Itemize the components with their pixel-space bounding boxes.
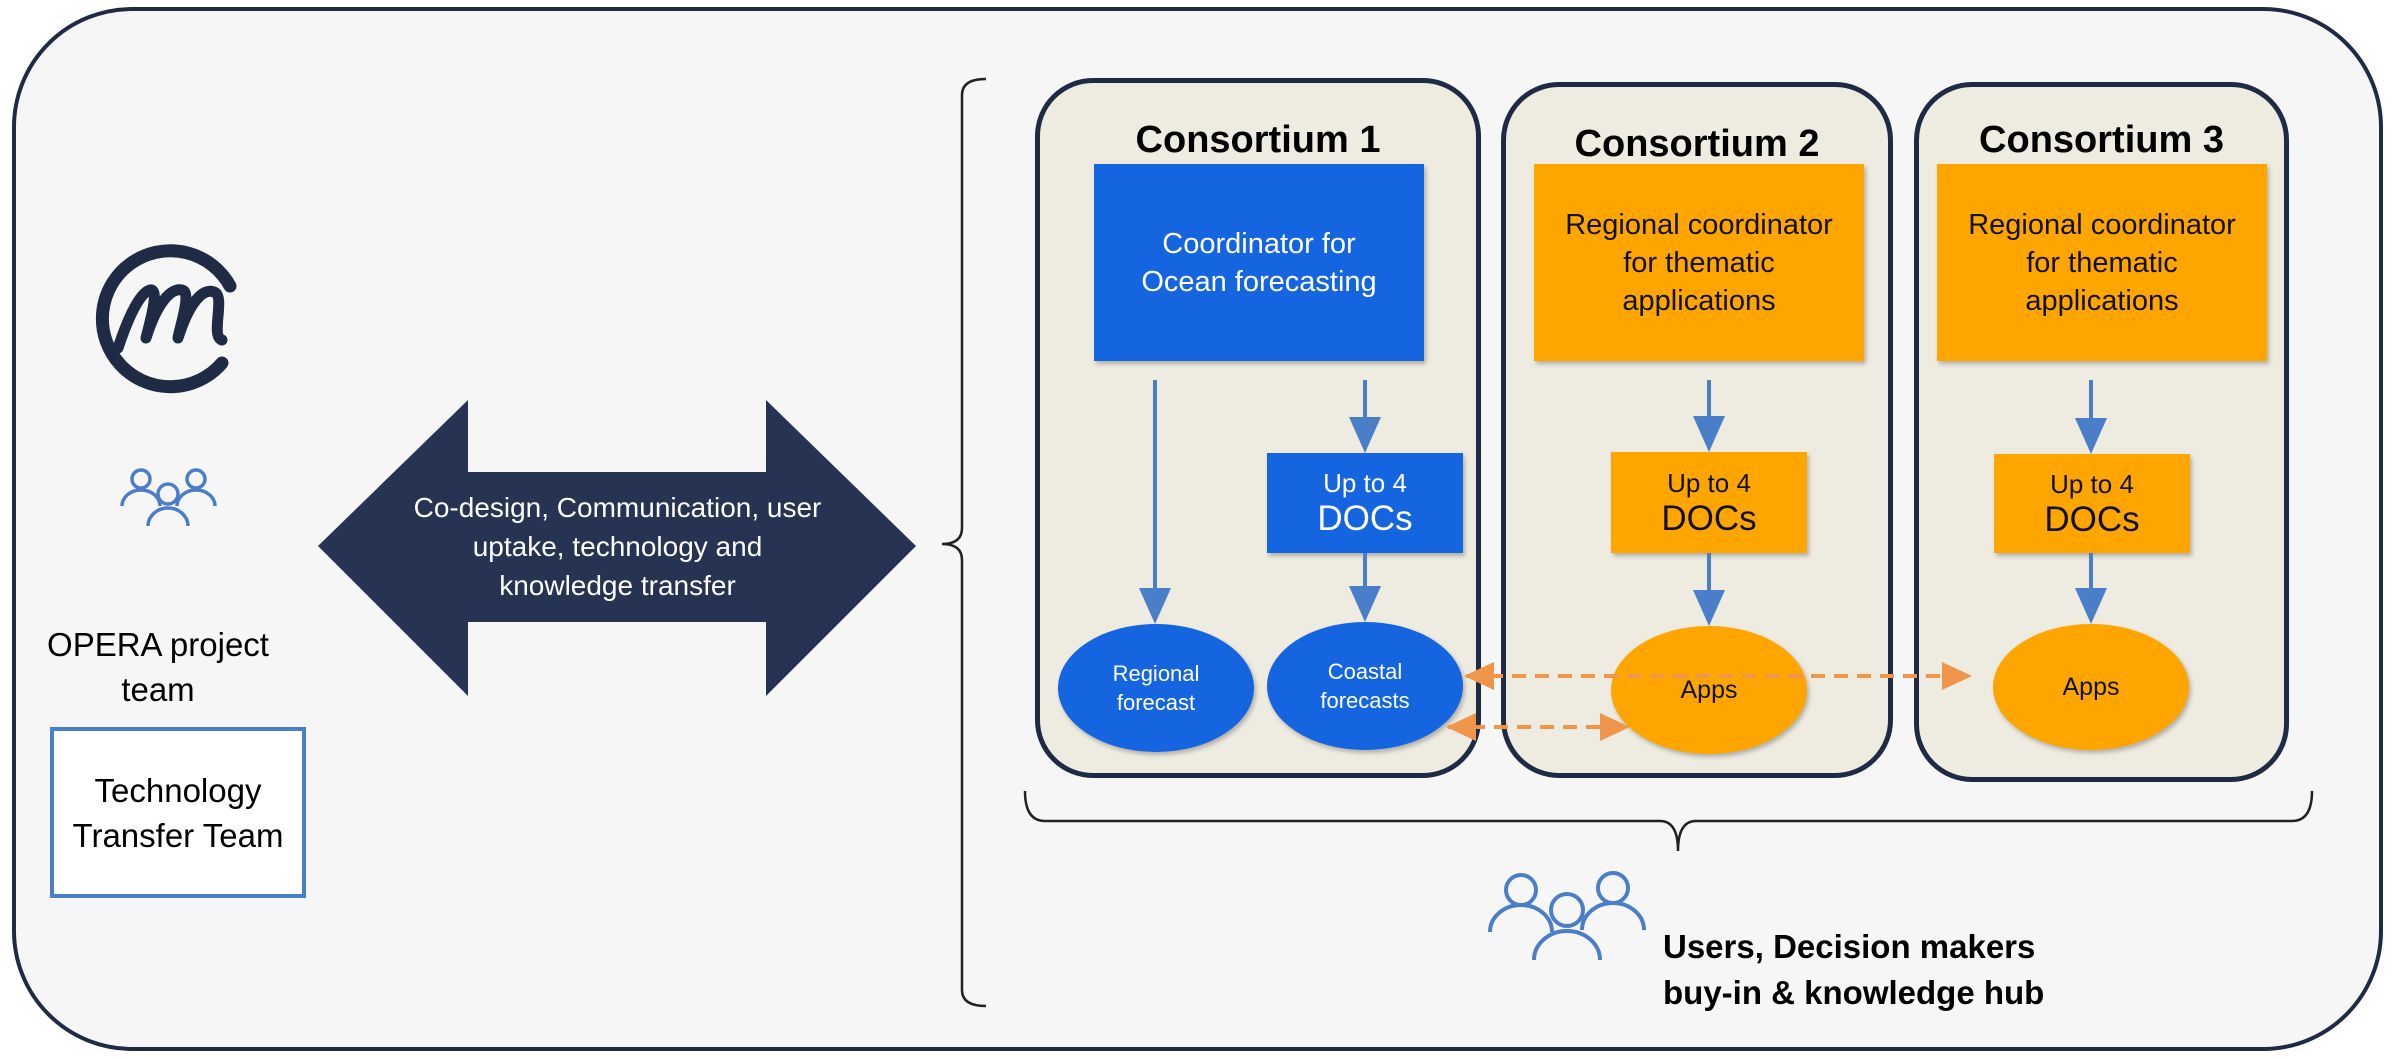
hub-label: Users, Decision makers buy-in & knowledg… (1663, 924, 2044, 1016)
docs-box-1: Up to 4 DOCs (1267, 453, 1463, 553)
docs-count-label-3: Up to 4 (2050, 468, 2134, 499)
left-bracket (941, 77, 987, 1008)
m-logo-icon (95, 244, 237, 394)
docs-box-3: Up to 4 DOCs (1994, 454, 2190, 553)
apps-label-3: Apps (2062, 672, 2120, 701)
docs-box-2: Up to 4 DOCs (1611, 452, 1807, 553)
consortium-2-title: Consortium 2 (1574, 123, 1820, 165)
regional-coordinator-box-3: Regional coordinator for thematic applic… (1937, 164, 2267, 361)
coastal-forecasts-label: Coastal forecasts (1320, 659, 1410, 713)
bottom-brace (1023, 790, 2314, 852)
tech-transfer-label: Technology Transfer Team (72, 771, 284, 854)
coordinator-label-1: Coordinator for Ocean forecasting (1141, 227, 1377, 298)
double-arrow-shape (318, 400, 916, 696)
double-arrow-label: Co-design, Communication, user uptake, t… (413, 492, 822, 601)
coordinator-label-2: Regional coordinator for thematic applic… (1565, 208, 1833, 317)
docs-count-label-1: Up to 4 (1323, 468, 1407, 498)
consortium-3-title: Consortium 3 (1979, 119, 2224, 161)
hub-label-line-2: buy-in & knowledge hub (1663, 974, 2045, 1011)
docs-count-label-2: Up to 4 (1667, 467, 1751, 498)
users-group-icon (1488, 871, 1646, 961)
regional-forecast-label: Regional forecast (1112, 661, 1200, 715)
coordinator-label-3: Regional coordinator for thematic applic… (1968, 208, 2236, 317)
regional-coordinator-box-2: Regional coordinator for thematic applic… (1534, 164, 1864, 361)
project-team-label: OPERA project team (47, 626, 269, 708)
apps-ellipse-3: Apps (1993, 624, 2189, 750)
hub-label-line-1: Users, Decision makers (1663, 928, 2036, 965)
docs-label-1: DOCs (1317, 499, 1413, 538)
regional-forecast-ellipse: Regional forecast (1058, 624, 1254, 752)
docs-label-3: DOCs (2044, 499, 2140, 539)
docs-label-2: DOCs (1661, 498, 1757, 538)
tech-transfer-box: Technology Transfer Team (50, 727, 306, 898)
coastal-forecasts-ellipse: Coastal forecasts (1267, 622, 1463, 750)
consortium-1-title: Consortium 1 (1135, 119, 1381, 161)
team-icon (120, 468, 217, 527)
ocean-forecasting-coordinator-box: Coordinator for Ocean forecasting (1094, 164, 1424, 361)
